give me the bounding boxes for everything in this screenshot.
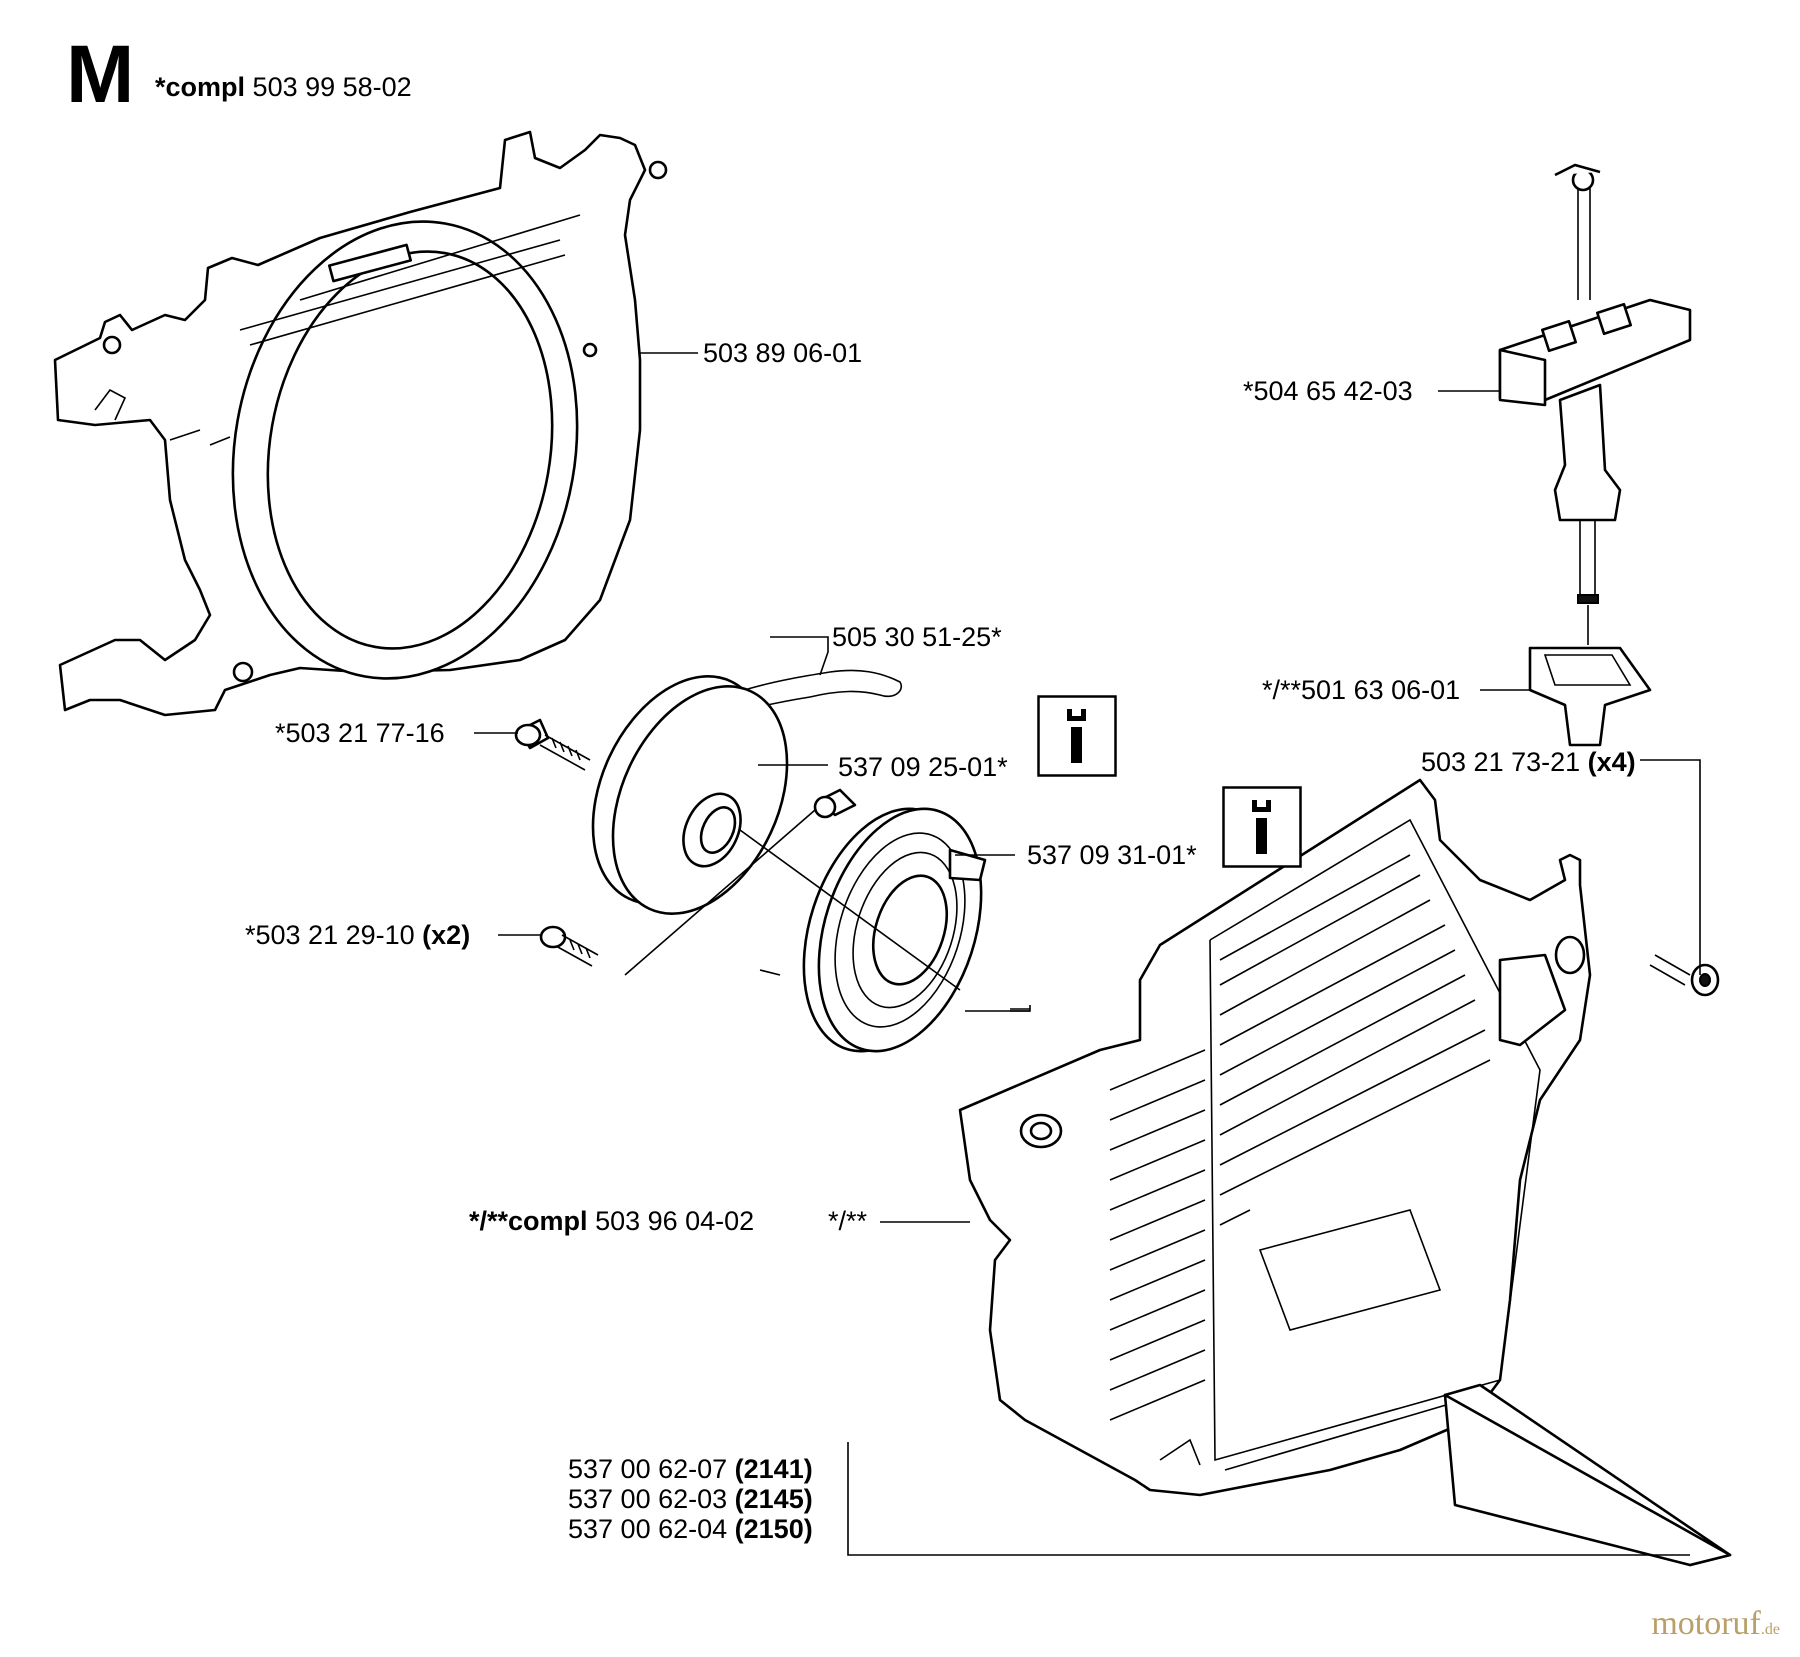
- spring-screw-qty: (x2): [422, 920, 471, 950]
- cover-screw: [1649, 954, 1720, 997]
- decal-number: 537 00 62-07: [568, 1454, 728, 1484]
- section-compl-label: *compl 503 99 58-02: [155, 72, 412, 102]
- watermark-logo: motoruf.de: [1651, 1605, 1780, 1643]
- decal-model: (2141): [734, 1454, 813, 1484]
- decal-model: (2145): [734, 1484, 813, 1514]
- watermark-text: motoruf: [1651, 1605, 1761, 1642]
- label-cover-screw: 503 21 73-21 (x4): [1421, 747, 1636, 777]
- starter-housing: [53, 130, 668, 717]
- cover-screw-number: 503 21 73-21: [1421, 747, 1581, 777]
- label-spring-screw: *503 21 29-10 (x2): [245, 920, 470, 950]
- recoil-spring: [802, 788, 987, 1053]
- label-housing: 503 89 06-01: [703, 338, 863, 368]
- label-grommet: */**501 63 06-01: [1262, 675, 1461, 705]
- label-spring: 537 09 31-01*: [1027, 840, 1197, 870]
- cover-compl-prefix: */**compl: [469, 1206, 588, 1236]
- rope-pulley: [591, 675, 789, 915]
- decal-row: 537 00 62-03 (2145): [568, 1484, 813, 1514]
- spring-screw: [539, 925, 599, 967]
- wrench-info-icon: [1037, 695, 1117, 777]
- decal-number: 537 00 62-04: [568, 1514, 728, 1544]
- section-letter: M: [66, 29, 135, 120]
- cover-compl-number: 503 96 04-02: [595, 1206, 755, 1236]
- label-rope: 505 30 51-25*: [832, 622, 1002, 652]
- compl-number: 503 99 58-02: [252, 72, 412, 102]
- decal: [1443, 1383, 1732, 1567]
- watermark-suffix: .de: [1760, 1621, 1780, 1638]
- decal-number: 537 00 62-03: [568, 1484, 728, 1514]
- wrench-info-icon: [1222, 786, 1302, 868]
- decal-row: 537 00 62-04 (2150): [568, 1514, 813, 1544]
- label-cover-compl: */**compl 503 96 04-02: [469, 1206, 754, 1236]
- label-cover-mark: */**: [828, 1206, 868, 1236]
- decal-row: 537 00 62-07 (2141): [568, 1454, 813, 1484]
- starter-handle: [1498, 163, 1692, 747]
- cover-screw-qty: (x4): [1587, 747, 1636, 777]
- decal-model: (2150): [734, 1514, 813, 1544]
- compl-prefix: *compl: [155, 72, 246, 102]
- leader-lines: [474, 352, 1701, 1556]
- pulley-screw: [514, 718, 591, 771]
- spring-screw-number: *503 21 29-10: [245, 920, 415, 950]
- starter-cover: [958, 778, 1592, 1497]
- label-handle: *504 65 42-03: [1243, 376, 1413, 406]
- label-pulley-screw: *503 21 77-16: [275, 718, 445, 748]
- label-pulley: 537 09 25-01*: [838, 752, 1008, 782]
